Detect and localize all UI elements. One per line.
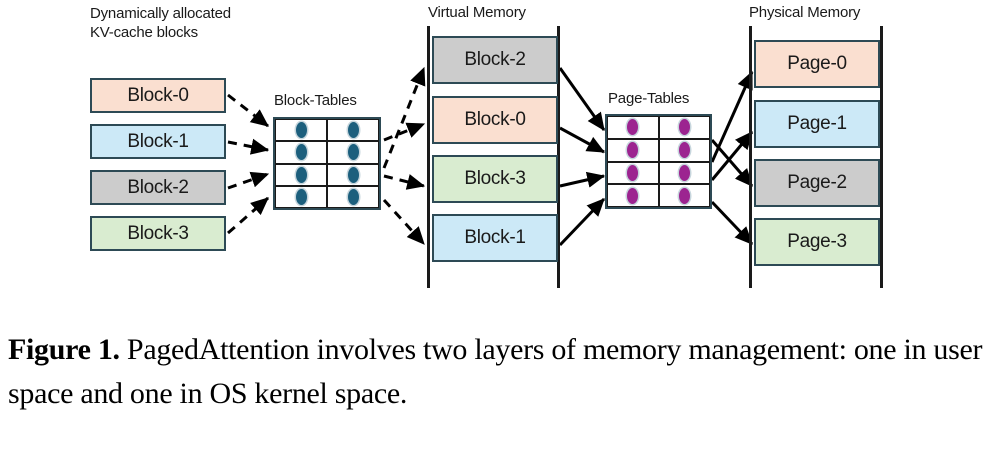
figure-caption-text: PagedAttention involves two layers of me…	[8, 333, 983, 410]
virtual-memory-block-1-label: Block-0	[464, 109, 526, 130]
page-tables-entry-dot-icon	[678, 142, 690, 159]
kv-cache-title-line1: Dynamically allocated	[90, 5, 231, 22]
page-tables-cell-r0-c0[interactable]	[607, 116, 659, 139]
figure-caption-label: Figure 1.	[8, 333, 120, 366]
physical-memory-page-1-label: Page-1	[787, 113, 847, 134]
physical-memory-title: Physical Memory	[749, 4, 861, 21]
kv-cache-block-0[interactable]: Block-0	[90, 78, 226, 113]
page-tables-entry-dot-icon	[627, 142, 639, 159]
block-tables-entry-dot-icon	[295, 144, 307, 161]
block-tables-cell-r2-c0[interactable]	[275, 163, 327, 186]
block-tables-entry-dot-icon	[295, 166, 307, 183]
physical-memory-page-1[interactable]: Page-1	[754, 100, 880, 148]
kv-cache-block-2[interactable]: Block-2	[90, 170, 226, 205]
page-tables-cell-r1-c1[interactable]	[658, 138, 710, 162]
kv-cache-block-2-label: Block-2	[127, 176, 189, 198]
virtual-memory-block-3-label: Block-1	[464, 227, 526, 248]
page-tables-cell-r2-c0[interactable]	[607, 161, 659, 185]
physical-memory-right-rail	[880, 26, 883, 288]
block-tables-entry-dot-icon	[295, 188, 307, 205]
block-tables-entry-dot-icon	[347, 188, 359, 205]
block-tables-cell-r2-c1[interactable]	[327, 163, 379, 186]
block-tables-cell-r1-c0[interactable]	[275, 141, 327, 164]
physical-memory-page-3[interactable]: Page-3	[754, 218, 880, 266]
kv-cache-title-line2: KV-cache blocks	[90, 24, 198, 41]
block-tables-cell-r0-c0[interactable]	[275, 119, 327, 142]
block-tables-entry-dot-icon	[347, 144, 359, 161]
page-tables-cell-r2-c1[interactable]	[658, 161, 710, 185]
kv-cache-title: Dynamically allocated KV-cache blocks	[90, 4, 231, 42]
page-tables-title: Page-Tables	[608, 90, 690, 107]
physical-memory-page-0-label: Page-0	[787, 53, 847, 74]
kv-cache-block-3[interactable]: Block-3	[90, 216, 226, 251]
virtual-memory-title: Virtual Memory	[428, 4, 526, 21]
physical-memory-page-2[interactable]: Page-2	[754, 159, 880, 207]
block-tables-entry-dot-icon	[347, 166, 359, 183]
page-tables-cell-r0-c1[interactable]	[658, 116, 710, 139]
block-tables-grid[interactable]	[273, 117, 381, 210]
block-tables-cell-r1-c1[interactable]	[327, 141, 379, 164]
kv-cache-block-0-label: Block-0	[127, 84, 189, 106]
page-tables-entry-dot-icon	[627, 187, 639, 204]
virtual-memory-block-2-label: Block-3	[464, 168, 526, 189]
physical-memory-page-2-label: Page-2	[787, 172, 847, 193]
virtual-memory-block-1[interactable]: Block-1	[432, 214, 558, 262]
physical-memory-left-rail	[749, 26, 752, 288]
kv-cache-block-1-label: Block-1	[127, 130, 189, 152]
arrows-virtualmemory-to-pagetables	[558, 67, 606, 247]
page-tables-cell-r1-c0[interactable]	[607, 138, 659, 162]
page-tables-cell-r3-c1[interactable]	[658, 184, 710, 207]
page-tables-entry-dot-icon	[678, 119, 690, 136]
virtual-memory-right-rail	[557, 26, 560, 288]
page-tables-entry-dot-icon	[627, 164, 639, 181]
kv-cache-block-3-label: Block-3	[127, 222, 189, 244]
arrows-kvcache-to-blocktables	[227, 93, 270, 235]
figure-caption: Figure 1. PagedAttention involves two la…	[8, 328, 992, 416]
block-tables-entry-dot-icon	[347, 122, 359, 139]
virtual-memory-block-2[interactable]: Block-2	[432, 36, 558, 84]
page-tables-cell-r3-c0[interactable]	[607, 184, 659, 207]
virtual-memory-block-3[interactable]: Block-3	[432, 155, 558, 203]
page-tables-entry-dot-icon	[627, 119, 639, 136]
physical-memory-page-3-label: Page-3	[787, 231, 847, 252]
block-tables-cell-r3-c0[interactable]	[275, 185, 327, 208]
block-tables-cell-r3-c1[interactable]	[327, 185, 379, 208]
physical-memory-page-0[interactable]: Page-0	[754, 40, 880, 88]
block-tables-cell-r0-c1[interactable]	[327, 119, 379, 142]
arrows-blocktables-to-virtualmemory	[382, 66, 426, 246]
page-tables-grid[interactable]	[605, 114, 712, 209]
virtual-memory-block-0-label: Block-2	[464, 49, 526, 70]
page-tables-entry-dot-icon	[678, 164, 690, 181]
kv-cache-block-1[interactable]: Block-1	[90, 124, 226, 159]
block-tables-title: Block-Tables	[274, 92, 357, 109]
block-tables-entry-dot-icon	[295, 122, 307, 139]
arrows-pagetables-to-physicalmemory	[710, 70, 754, 246]
diagram-canvas: Dynamically allocated KV-cache blocks Bl…	[90, 4, 883, 288]
virtual-memory-block-0[interactable]: Block-0	[432, 96, 558, 144]
page-tables-entry-dot-icon	[678, 187, 690, 204]
virtual-memory-left-rail	[427, 26, 430, 288]
